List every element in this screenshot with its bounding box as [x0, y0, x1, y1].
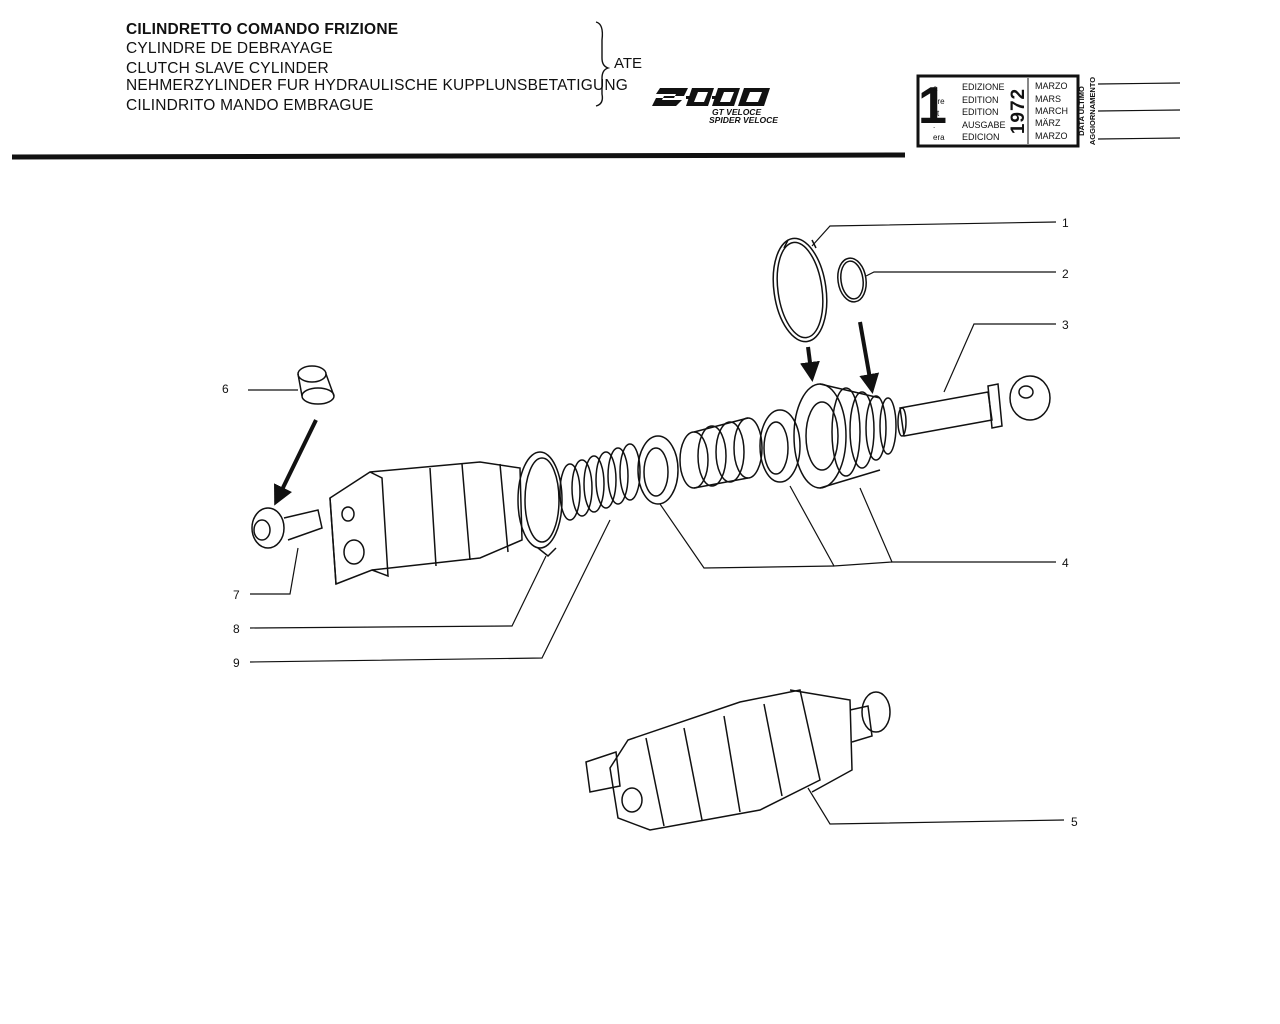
callout-9: 9 — [233, 656, 240, 670]
callout-7: 7 — [233, 588, 240, 602]
title-italian: CILINDRETTO COMANDO FRIZIONE — [126, 21, 399, 38]
logo-subtitle-1: GT VELOCE — [712, 107, 762, 117]
part-2-clip-ring — [837, 257, 867, 303]
logo-subtitle-2: SPIDER VELOCE — [709, 115, 778, 125]
arrow-ring-2 — [858, 321, 880, 394]
part-5-assembled-cylinder — [585, 689, 891, 831]
callout-1: 1 — [1062, 216, 1069, 230]
edition-word: EDICION — [962, 132, 1000, 142]
edition-number: 1 — [918, 77, 947, 135]
edition-month: MARZO — [1035, 81, 1068, 91]
part-7-bleed-screw — [251, 507, 323, 549]
supplier-label: ATE — [614, 55, 643, 72]
edition-month: MARZO — [1035, 131, 1068, 141]
callout-8: 8 — [233, 622, 240, 636]
cylinder-body — [329, 461, 523, 586]
part-4-seal — [759, 409, 801, 483]
part-4-cup — [637, 435, 679, 505]
callout-2: 2 — [1062, 267, 1069, 281]
edition-word: EDITION — [962, 107, 999, 117]
edition-month: MARCH — [1035, 106, 1068, 116]
edition-month: MÄRZ — [1035, 118, 1061, 128]
callout-5: 5 — [1071, 815, 1078, 829]
part-8-circlip — [517, 451, 563, 558]
callout-3: 3 — [1062, 318, 1069, 332]
bracket — [595, 21, 611, 107]
arrow-bleed-cap — [274, 419, 318, 506]
header-rule — [11, 152, 906, 160]
edition-suffix: . — [933, 121, 936, 130]
title-french: CYLINDRE DE DEBRAYAGE — [126, 40, 333, 57]
edition-month: MARS — [1035, 94, 1062, 104]
arrow-ring-1 — [800, 346, 820, 382]
edition-suffix: st — [933, 109, 940, 118]
logo-2000 — [652, 88, 770, 106]
part-1-clip-ring — [772, 237, 828, 343]
part-9-spring — [559, 443, 641, 521]
title-spanish: CILINDRITO MANDO EMBRAGUE — [126, 97, 374, 114]
title-german: NEHMERZYLINDER FUR HYDRAULISCHE KUPPLUNS… — [126, 77, 629, 94]
part-3-push-rod — [897, 375, 1051, 437]
edition-word: EDIZIONE — [962, 82, 1005, 92]
edition-suffix: ere — [933, 97, 945, 106]
callout-4: 4 — [1062, 556, 1069, 570]
edition-word: AUSGABE — [962, 120, 1006, 130]
part-6-bleed-cap — [297, 365, 335, 405]
edition-box — [916, 74, 1181, 148]
callout-6: 6 — [222, 382, 229, 396]
part-4-boot — [793, 383, 897, 489]
part-4-piston — [679, 417, 763, 489]
edition-suffix: era — [933, 133, 945, 142]
edition-suffix: a — [933, 84, 938, 93]
title-english: CLUTCH SLAVE CYLINDER — [126, 60, 329, 77]
leader-lines — [248, 221, 1065, 825]
edition-word: EDITION — [962, 95, 999, 105]
